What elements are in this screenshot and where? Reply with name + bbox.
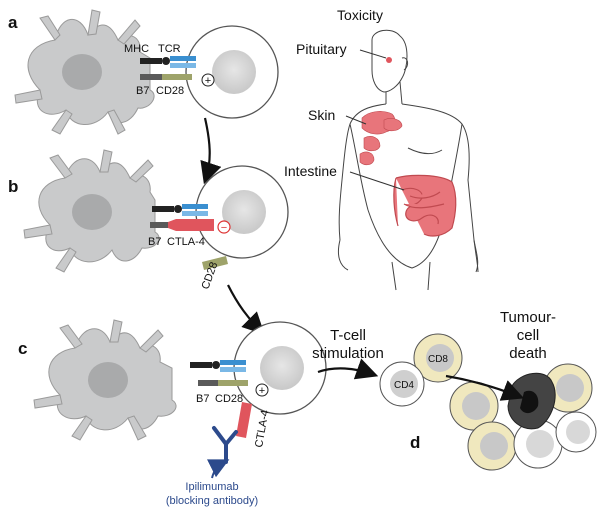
arrow-stimulation (317, 358, 379, 380)
arrow-a-to-b (200, 117, 222, 185)
cd8-cell (413, 333, 463, 383)
t-cell (513, 419, 563, 469)
skin-pointer (345, 115, 367, 125)
tumour-cell (467, 421, 517, 471)
pituitary-pointer (359, 49, 387, 59)
tumour-cell-cluster (379, 333, 597, 471)
human-body-outline (337, 29, 479, 291)
mhc-label-a: MHC (124, 43, 149, 55)
tumour-death-line1: Tumour- (500, 309, 556, 326)
panel-c: c + (18, 319, 384, 507)
minus-sign-b: − (221, 222, 227, 234)
cd28-unbound-b (202, 256, 228, 270)
skin-rash (359, 111, 403, 166)
toxicity-title: Toxicity (337, 7, 383, 23)
antibody-icon (212, 426, 238, 464)
t-cell-b (195, 165, 289, 259)
b7-label-a: B7 (136, 85, 149, 97)
b7-label-b: B7 (148, 236, 161, 248)
intestine-pointer (349, 171, 405, 191)
panel-a: a + MHC TCR B7 CD28 (8, 9, 279, 185)
cd28-label-a: CD28 (156, 85, 184, 97)
arrow-ipilimumab (207, 459, 230, 479)
panel-b: b − B7 CTLA-4 CD28 (8, 149, 289, 335)
tumour-death-line3: death (509, 345, 547, 362)
tumour-death-line2: cell (517, 327, 540, 344)
plus-sign-a: + (205, 75, 211, 87)
dying-tumour-cell (507, 372, 556, 430)
arrow-killing (445, 374, 525, 401)
cd4-cell (379, 361, 425, 407)
intestine-label: Intestine (284, 163, 337, 179)
cd8-label: CD8 (428, 354, 448, 365)
receptors-c: + (190, 360, 269, 464)
t-cell (555, 411, 597, 453)
panel-d-label: d (410, 433, 420, 452)
panel-a-label: a (8, 13, 18, 32)
ctla4-label-b: CTLA-4 (167, 236, 205, 248)
cd28-label-b: CD28 (200, 260, 221, 291)
pituitary-marker (386, 57, 392, 63)
skin-label: Skin (308, 107, 335, 123)
panel-b-label: b (8, 177, 18, 196)
panel-d: d Tumour- cell death (379, 309, 597, 471)
cd28-label-c: CD28 (215, 393, 243, 405)
b7-label-c: B7 (196, 393, 209, 405)
tcr-label-a: TCR (158, 43, 181, 55)
t-cell-stimulation-line1: T-cell (330, 327, 366, 344)
receptors-b: − (150, 204, 231, 270)
dendritic-nucleus-a (62, 54, 102, 90)
dendritic-nucleus-c (88, 362, 128, 398)
t-cell-a (185, 25, 279, 119)
t-cell-c (233, 321, 327, 415)
plus-sign-c: + (259, 385, 265, 397)
toxicity-figure: Toxicity (284, 7, 479, 291)
dendritic-nucleus-b (72, 194, 112, 230)
arrow-b-to-c (227, 284, 265, 335)
receptors-a: + (140, 56, 215, 87)
cd4-label: CD4 (394, 380, 414, 391)
panel-c-label: c (18, 339, 27, 358)
ipilimumab-description: (blocking antibody) (166, 495, 258, 507)
ctla4-blocked-c (236, 402, 252, 438)
ipilimumab-label: Ipilimumab (185, 481, 238, 493)
intestine-icon (393, 174, 457, 237)
t-cell-stimulation-line2: stimulation (312, 345, 384, 362)
ctla4-label-c: CTLA-4 (253, 409, 271, 448)
pituitary-label: Pituitary (296, 41, 347, 57)
